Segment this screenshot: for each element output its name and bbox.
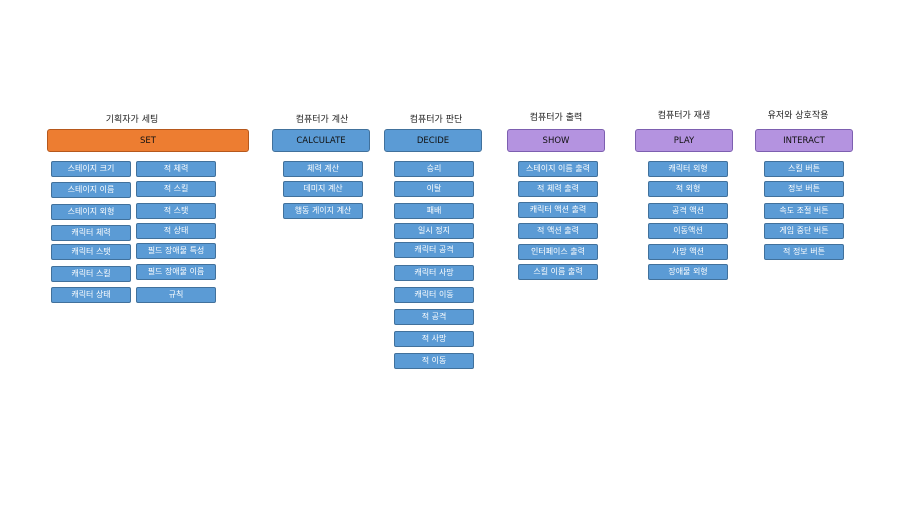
interact-caption: 유저와 상호작용 (767, 111, 829, 121)
show-item-skill-name: 스킬 이름 출력 (518, 264, 598, 280)
decide-item-win: 승리 (394, 161, 474, 177)
play-item-obstacle-look: 장애물 외형 (648, 264, 728, 280)
interact-item-speed-button: 속도 조절 버튼 (764, 203, 844, 219)
set-caption: 기획자가 세팅 (105, 115, 159, 125)
show-item-interface: 인터페이스 출력 (518, 244, 598, 260)
play-caption: 컴퓨터가 재생 (657, 111, 711, 121)
show-item-enemy-hp: 적 체력 출력 (518, 181, 598, 197)
calculate-item-hp: 체력 계산 (283, 161, 363, 177)
calculate-caption: 컴퓨터가 계산 (295, 115, 349, 125)
decide-item-enemy-death: 적 사망 (394, 331, 474, 347)
set-item-enemy-skill: 적 스킬 (136, 181, 216, 197)
play-item-move-action: 이동액션 (648, 223, 728, 239)
decide-header: DECIDE (384, 129, 482, 152)
set-item-rules: 규칙 (136, 287, 216, 303)
set-item-char-stat: 캐릭터 스탯 (51, 244, 131, 260)
set-item-field-obstacle-name: 필드 장애물 이름 (136, 264, 216, 280)
decide-item-enemy-move: 적 이동 (394, 353, 474, 369)
decide-item-lose: 패배 (394, 203, 474, 219)
interact-item-stop-button: 게임 중단 버튼 (764, 223, 844, 239)
show-header: SHOW (507, 129, 605, 152)
decide-item-char-move: 캐릭터 이동 (394, 287, 474, 303)
decide-item-pause: 일시 정지 (394, 223, 474, 239)
play-item-death-action: 사망 액션 (648, 244, 728, 260)
set-item-char-state: 캐릭터 상태 (51, 287, 131, 303)
set-item-char-skill: 캐릭터 스킬 (51, 266, 131, 282)
set-item-enemy-state: 적 상태 (136, 223, 216, 239)
decide-item-char-death: 캐릭터 사망 (394, 265, 474, 281)
decide-caption: 컴퓨터가 판단 (409, 115, 463, 125)
interact-item-info-button: 정보 버튼 (764, 181, 844, 197)
set-item-char-hp: 캐릭터 체력 (51, 225, 131, 241)
interact-item-skill-button: 스킬 버튼 (764, 161, 844, 177)
calculate-item-damage: 데미지 계산 (283, 181, 363, 197)
calculate-item-action-gauge: 행동 게이지 계산 (283, 203, 363, 219)
play-item-enemy-look: 적 외형 (648, 181, 728, 197)
set-item-enemy-stat: 적 스탯 (136, 203, 216, 219)
show-item-char-action: 캐릭터 액션 출력 (518, 202, 598, 218)
decide-item-enemy-attack: 적 공격 (394, 309, 474, 325)
play-header: PLAY (635, 129, 733, 152)
decide-item-char-attack: 캐릭터 공격 (394, 242, 474, 258)
set-item-stage-size: 스테이지 크기 (51, 161, 131, 177)
set-item-field-obstacle-trait: 필드 장애물 특성 (136, 243, 216, 259)
show-item-enemy-action: 적 액션 출력 (518, 223, 598, 239)
play-item-char-look: 캐릭터 외형 (648, 161, 728, 177)
set-item-stage-name: 스테이지 이름 (51, 182, 131, 198)
interact-header: INTERACT (755, 129, 853, 152)
decide-item-leave: 이탈 (394, 181, 474, 197)
set-header: SET (47, 129, 249, 152)
set-item-stage-look: 스테이지 외형 (51, 204, 131, 220)
interact-item-enemy-info-button: 적 정보 버튼 (764, 244, 844, 260)
show-caption: 컴퓨터가 출력 (529, 113, 583, 123)
set-item-enemy-hp: 적 체력 (136, 161, 216, 177)
show-item-stage-name: 스테이지 이름 출력 (518, 161, 598, 177)
play-item-attack-action: 공격 액션 (648, 203, 728, 219)
calculate-header: CALCULATE (272, 129, 370, 152)
